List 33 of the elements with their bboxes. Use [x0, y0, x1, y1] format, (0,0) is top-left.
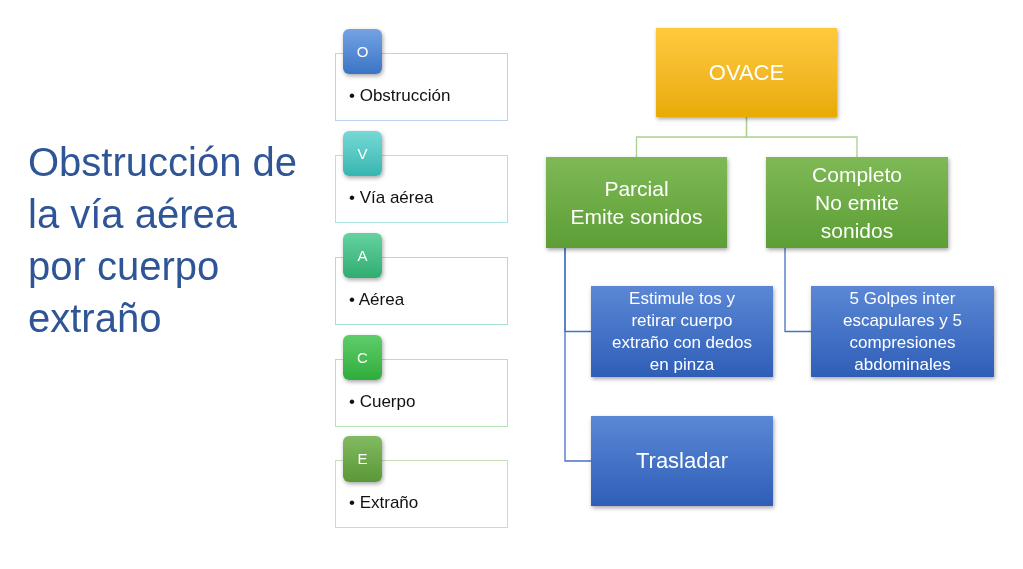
tab-letter: C: [357, 347, 368, 368]
action-box: [811, 286, 994, 377]
box-text: Estimule tos y retirar cuerpo extraño con dedos en pinza: [611, 287, 753, 376]
connector-line: [564, 247, 592, 462]
list-item-text: • Cuerpo: [349, 391, 417, 413]
tab-letter: V: [357, 143, 368, 164]
box-text: No emite sonidos: [814, 189, 900, 244]
action-box: [591, 416, 773, 506]
list-item-text: • Aérea: [349, 289, 406, 311]
title: Obstrucción de la vía aérea por cuerpo extraño: [28, 139, 299, 342]
letter-tab: [343, 233, 382, 278]
box-text: OVACE: [708, 58, 785, 87]
letter-tab: [343, 29, 382, 74]
box-text: 5 Golpes inter escapulares y 5 compresiones abdominales: [841, 287, 964, 376]
letter-tab: [343, 436, 382, 482]
action-box: [591, 286, 773, 377]
box-text: Completo: [812, 161, 902, 188]
connector-line: [745, 116, 858, 158]
box-text: Trasladar: [635, 447, 729, 475]
box-text: Emite sonidos: [570, 203, 703, 230]
list-item-text: • Extraño: [349, 492, 420, 514]
connector-line: [784, 247, 812, 333]
tab-letter: O: [356, 41, 369, 62]
tab-letter: A: [357, 245, 368, 266]
letter-tab: [343, 131, 382, 176]
list-item-text: • Vía aérea: [349, 187, 435, 209]
box-text: Parcial: [604, 175, 669, 202]
root-box: [656, 28, 837, 117]
tab-letter: E: [357, 449, 368, 469]
category-box: [766, 157, 948, 248]
list-item-text: • Obstrucción: [349, 85, 452, 107]
category-box: [546, 157, 727, 248]
letter-tab: [343, 335, 382, 380]
